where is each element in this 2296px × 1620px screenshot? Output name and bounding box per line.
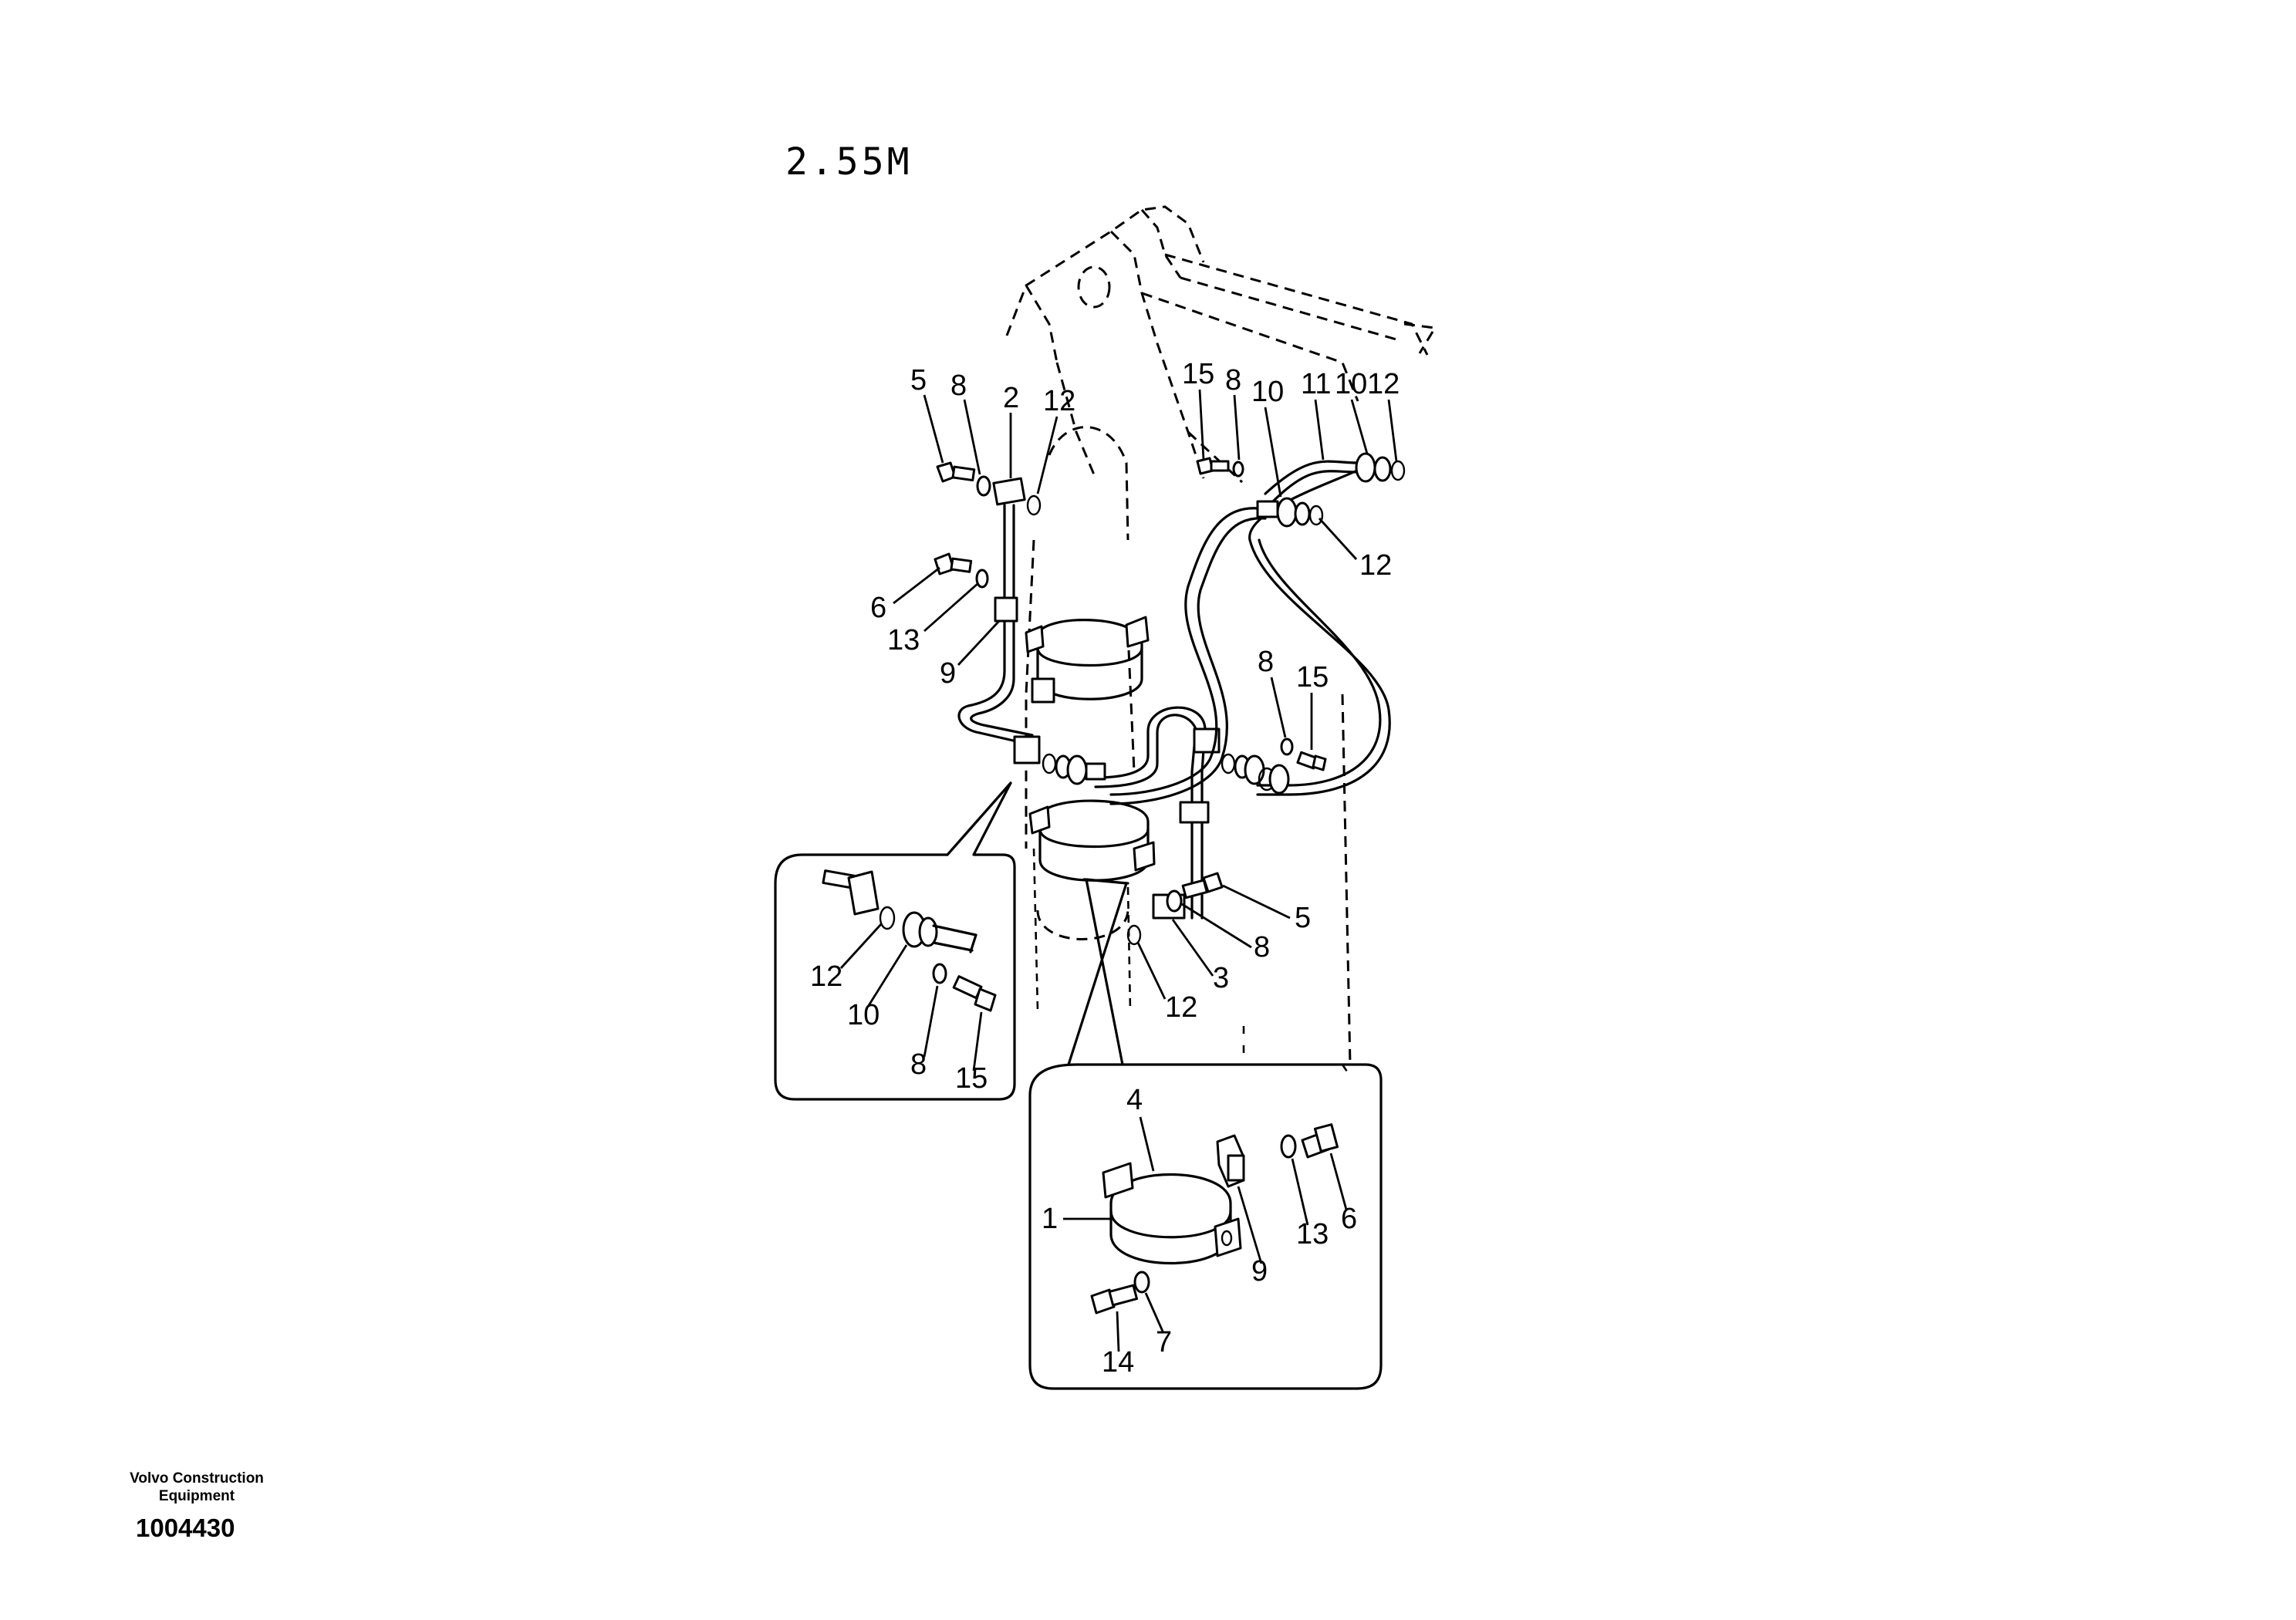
detail-clamp: 4 1 13 6 9 14 7 bbox=[1028, 878, 1383, 1390]
bolt-5-top bbox=[936, 461, 991, 497]
callout-12: 12 bbox=[1359, 549, 1392, 582]
detail-bottom-callout-9: 9 bbox=[1251, 1255, 1268, 1288]
callout-8: 8 bbox=[1254, 931, 1270, 964]
detail-left-callout-8: 8 bbox=[910, 1048, 927, 1081]
detail-bottom-callout-4: 4 bbox=[1126, 1084, 1143, 1116]
hose-11 bbox=[1248, 460, 1391, 796]
detail-bottom-callout-1: 1 bbox=[1042, 1203, 1058, 1235]
callout-15: 15 bbox=[1296, 661, 1329, 694]
fitting-top-right bbox=[1355, 452, 1406, 483]
footer-code: 1004430 bbox=[136, 1514, 235, 1542]
callout-8: 8 bbox=[1258, 646, 1274, 678]
bolt-6-left bbox=[934, 552, 989, 589]
clamp-lower bbox=[1028, 799, 1156, 882]
hose-10 bbox=[1109, 507, 1267, 805]
oring-12-top bbox=[1026, 494, 1042, 516]
bolt-5-lower bbox=[1166, 872, 1224, 913]
callout-10: 10 bbox=[1251, 376, 1284, 408]
callout-3: 3 bbox=[1213, 962, 1229, 994]
detail-bottom-callout-7: 7 bbox=[1156, 1326, 1172, 1358]
fitting-lower-left bbox=[1042, 753, 1106, 785]
bolt-15-top bbox=[1196, 457, 1244, 478]
detail-left-callout-10: 10 bbox=[847, 999, 880, 1031]
callout-9: 9 bbox=[940, 657, 956, 690]
detail-fitting: 12 10 8 15 bbox=[774, 781, 1016, 1101]
oring-12-lower bbox=[1126, 924, 1142, 946]
boom-outline bbox=[1005, 205, 1437, 1077]
callouts-main: 5 8 2 12 15 8 10 11 10 12 12 6 13 9 8 15… bbox=[870, 358, 1400, 1024]
model-label: 2.55M bbox=[785, 140, 913, 184]
callout-10: 10 bbox=[1335, 368, 1367, 400]
callout-2: 2 bbox=[1003, 382, 1019, 414]
tube-2 bbox=[957, 477, 1041, 764]
callout-6: 6 bbox=[870, 592, 886, 624]
bolt-15-right bbox=[1280, 737, 1327, 771]
callout-15: 15 bbox=[1182, 358, 1214, 390]
callout-13: 13 bbox=[887, 624, 920, 656]
callout-12: 12 bbox=[1043, 385, 1075, 417]
fitting-upper-center bbox=[1256, 497, 1324, 528]
callout-12: 12 bbox=[1165, 991, 1197, 1024]
callout-8: 8 bbox=[950, 370, 967, 402]
detail-left-callout-15: 15 bbox=[955, 1062, 988, 1095]
footer-brand: Volvo Construction Equipment bbox=[130, 1470, 264, 1504]
detail-bottom-callout-6: 6 bbox=[1341, 1203, 1357, 1235]
detail-bottom-callout-13: 13 bbox=[1296, 1218, 1329, 1250]
callout-11: 11 bbox=[1301, 368, 1331, 400]
detail-left-callout-12: 12 bbox=[810, 960, 842, 993]
callout-5: 5 bbox=[1295, 902, 1311, 934]
fitting-lower-right bbox=[1221, 753, 1290, 795]
clamp-upper bbox=[1025, 616, 1150, 704]
callout-5: 5 bbox=[910, 364, 927, 397]
callout-8: 8 bbox=[1225, 364, 1241, 397]
callout-12: 12 bbox=[1367, 368, 1400, 400]
